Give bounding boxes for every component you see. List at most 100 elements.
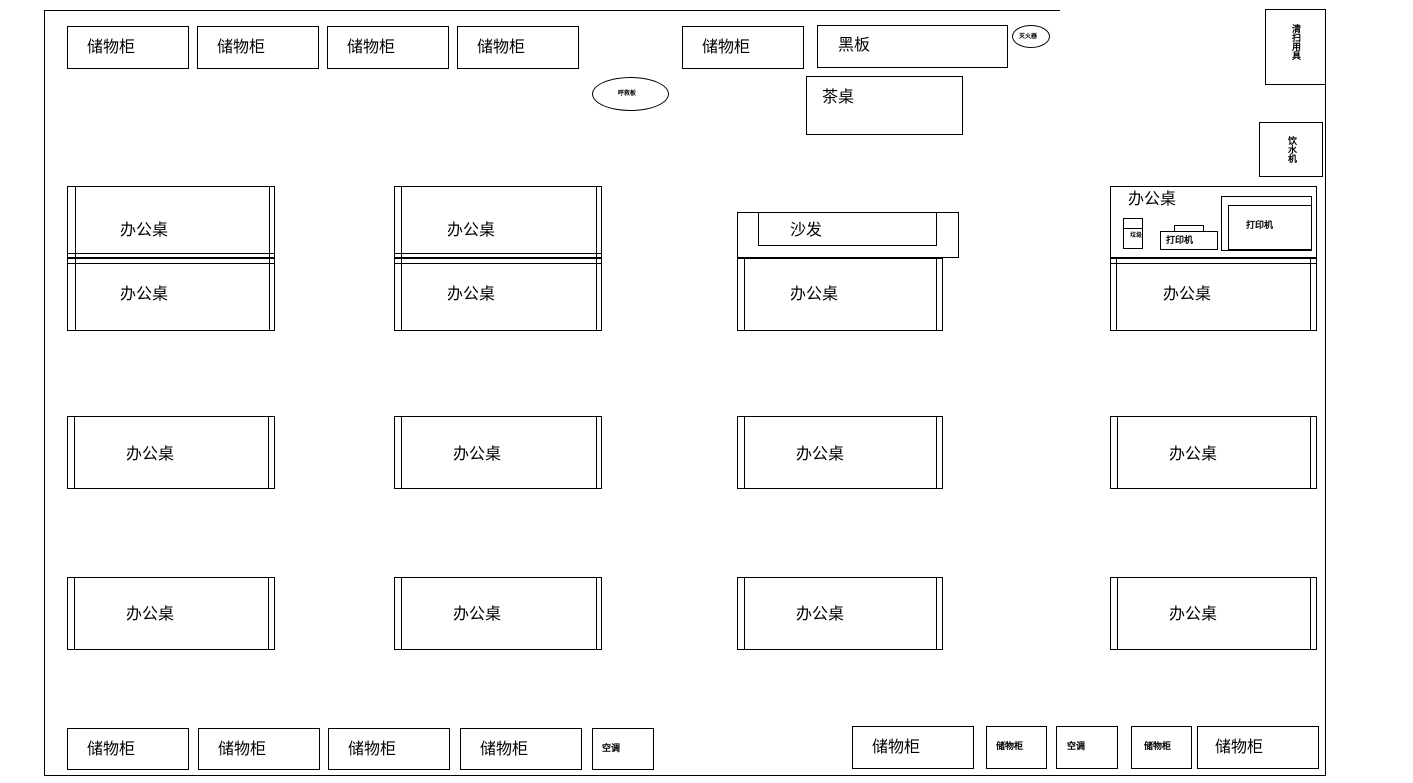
desk-label: 办公桌 bbox=[453, 604, 502, 623]
desk-label: 办公桌 bbox=[1169, 604, 1218, 623]
cabinet-top-4: 储物柜 bbox=[457, 26, 579, 69]
bottom-wall bbox=[44, 775, 1326, 776]
right-wall bbox=[1325, 10, 1326, 776]
desk-edge bbox=[936, 577, 937, 650]
desk-edge bbox=[1117, 577, 1118, 650]
desk-c1-r1: 办公桌 bbox=[67, 186, 275, 258]
cabinet-label: 储物柜 bbox=[348, 739, 397, 758]
desk-edge bbox=[596, 186, 597, 331]
right-mid-vertical-label: 饮水机 bbox=[1286, 136, 1296, 163]
desk-label: 办公桌 bbox=[120, 220, 169, 239]
desk-edge bbox=[936, 258, 937, 331]
cabinet-top-3: 储物柜 bbox=[327, 26, 449, 69]
top-wall bbox=[44, 10, 1060, 11]
desk-edge bbox=[1116, 258, 1117, 331]
desk-label: 办公桌 bbox=[126, 604, 175, 623]
desk-edge bbox=[744, 258, 745, 331]
desk-label: 办公桌 bbox=[447, 220, 496, 239]
desk-label: 办公桌 bbox=[447, 284, 496, 303]
desk-edge bbox=[74, 416, 75, 489]
water-dispenser: 饮水机 bbox=[1259, 122, 1323, 177]
desk-c3-r4: 办公桌 bbox=[737, 577, 943, 650]
cabinet-bottom-small-2: 储物柜 bbox=[1131, 726, 1192, 769]
desk-label: 办公桌 bbox=[1169, 444, 1218, 463]
small-bin: 垃圾 bbox=[1123, 218, 1143, 249]
desk-edge bbox=[394, 253, 602, 254]
sofa-label: 沙发 bbox=[790, 220, 823, 239]
desk-edge bbox=[401, 577, 402, 650]
ellipse-right-label: 灭火器 bbox=[1019, 33, 1038, 40]
extinguisher-marker: 灭火器 bbox=[1012, 25, 1050, 48]
printer-small-label: 打印机 bbox=[1166, 236, 1194, 246]
desk-edge bbox=[268, 577, 269, 650]
cabinet-label: 储物柜 bbox=[87, 739, 136, 758]
desk-edge bbox=[67, 253, 275, 254]
cabinet-label: 储物柜 bbox=[1215, 737, 1264, 756]
cabinet-bottom-6: 储物柜 bbox=[1197, 726, 1319, 769]
cabinet-small-label: 储物柜 bbox=[1144, 742, 1172, 752]
desk-label: 办公桌 bbox=[790, 284, 839, 303]
desk-c4-r2: 办公桌 bbox=[1110, 258, 1317, 331]
board-marker: 呼救板 bbox=[592, 77, 669, 111]
cabinet-label: 储物柜 bbox=[477, 37, 526, 56]
desk-edge bbox=[74, 577, 75, 650]
cabinet-bottom-5: 储物柜 bbox=[852, 726, 974, 769]
blackboard: 黑板 bbox=[817, 25, 1008, 68]
desk-edge bbox=[936, 416, 937, 489]
desk-c1-r3: 办公桌 bbox=[67, 416, 275, 489]
printer-small: 打印机 bbox=[1160, 231, 1218, 250]
aircon-label: 空调 bbox=[602, 744, 621, 754]
desk-c2-r4: 办公桌 bbox=[394, 577, 602, 650]
desk-edge bbox=[1310, 258, 1311, 331]
tea-table-label: 茶桌 bbox=[822, 87, 855, 106]
desk-label: 办公桌 bbox=[126, 444, 175, 463]
desk-edge bbox=[394, 263, 602, 264]
cabinet-bottom-4: 储物柜 bbox=[460, 728, 582, 770]
tea-table: 茶桌 bbox=[806, 76, 963, 135]
desk-edge bbox=[75, 186, 76, 331]
desk-edge bbox=[1117, 416, 1118, 489]
desk-c3-r3: 办公桌 bbox=[737, 416, 943, 489]
desk-c4-r3: 办公桌 bbox=[1110, 416, 1317, 489]
desk-edge bbox=[1310, 577, 1311, 650]
desk-label: 办公桌 bbox=[796, 444, 845, 463]
desk-edge bbox=[596, 577, 597, 650]
printer-area-desk-label: 办公桌 bbox=[1128, 189, 1177, 208]
desk-c3-r2: 办公桌 bbox=[737, 258, 943, 331]
printer-large: 打印机 bbox=[1228, 205, 1312, 250]
desk-edge bbox=[1310, 416, 1311, 489]
cabinet-top-2: 储物柜 bbox=[197, 26, 319, 69]
desk-edge bbox=[269, 186, 270, 331]
aircon-bottom-right: 空调 bbox=[1056, 726, 1118, 769]
desk-edge bbox=[1110, 263, 1317, 264]
cabinet-bottom-2: 储物柜 bbox=[198, 728, 320, 770]
cabinet-top-1: 储物柜 bbox=[67, 26, 189, 69]
desk-c2-r1: 办公桌 bbox=[394, 186, 602, 258]
desk-edge bbox=[401, 186, 402, 331]
cabinet-label: 储物柜 bbox=[218, 739, 267, 758]
desk-c1-r2: 办公桌 bbox=[67, 258, 275, 331]
cabinet-label: 储物柜 bbox=[702, 37, 751, 56]
cabinet-label: 储物柜 bbox=[347, 37, 396, 56]
desk-label: 办公桌 bbox=[1163, 284, 1212, 303]
cabinet-top-5: 储物柜 bbox=[682, 26, 804, 69]
desk-c2-r2: 办公桌 bbox=[394, 258, 602, 331]
desk-label: 办公桌 bbox=[453, 444, 502, 463]
desk-edge bbox=[401, 416, 402, 489]
desk-c4-r4: 办公桌 bbox=[1110, 577, 1317, 650]
desk-edge bbox=[67, 263, 275, 264]
desk-label: 办公桌 bbox=[120, 284, 169, 303]
aircon-label: 空调 bbox=[1067, 742, 1086, 752]
printer-small-top bbox=[1174, 225, 1204, 232]
ellipse-left-label: 呼救板 bbox=[618, 90, 637, 97]
bin-line bbox=[1124, 228, 1142, 229]
cabinet-bottom-1: 储物柜 bbox=[67, 728, 189, 770]
aircon-bottom-left: 空调 bbox=[592, 728, 654, 770]
desk-c2-r3: 办公桌 bbox=[394, 416, 602, 489]
right-top-vertical-label: 清扫用具 bbox=[1290, 24, 1300, 60]
cabinet-small-label: 储物柜 bbox=[996, 742, 1024, 752]
cabinet-label: 储物柜 bbox=[217, 37, 266, 56]
desk-edge bbox=[744, 577, 745, 650]
sofa: 沙发 bbox=[758, 212, 937, 246]
